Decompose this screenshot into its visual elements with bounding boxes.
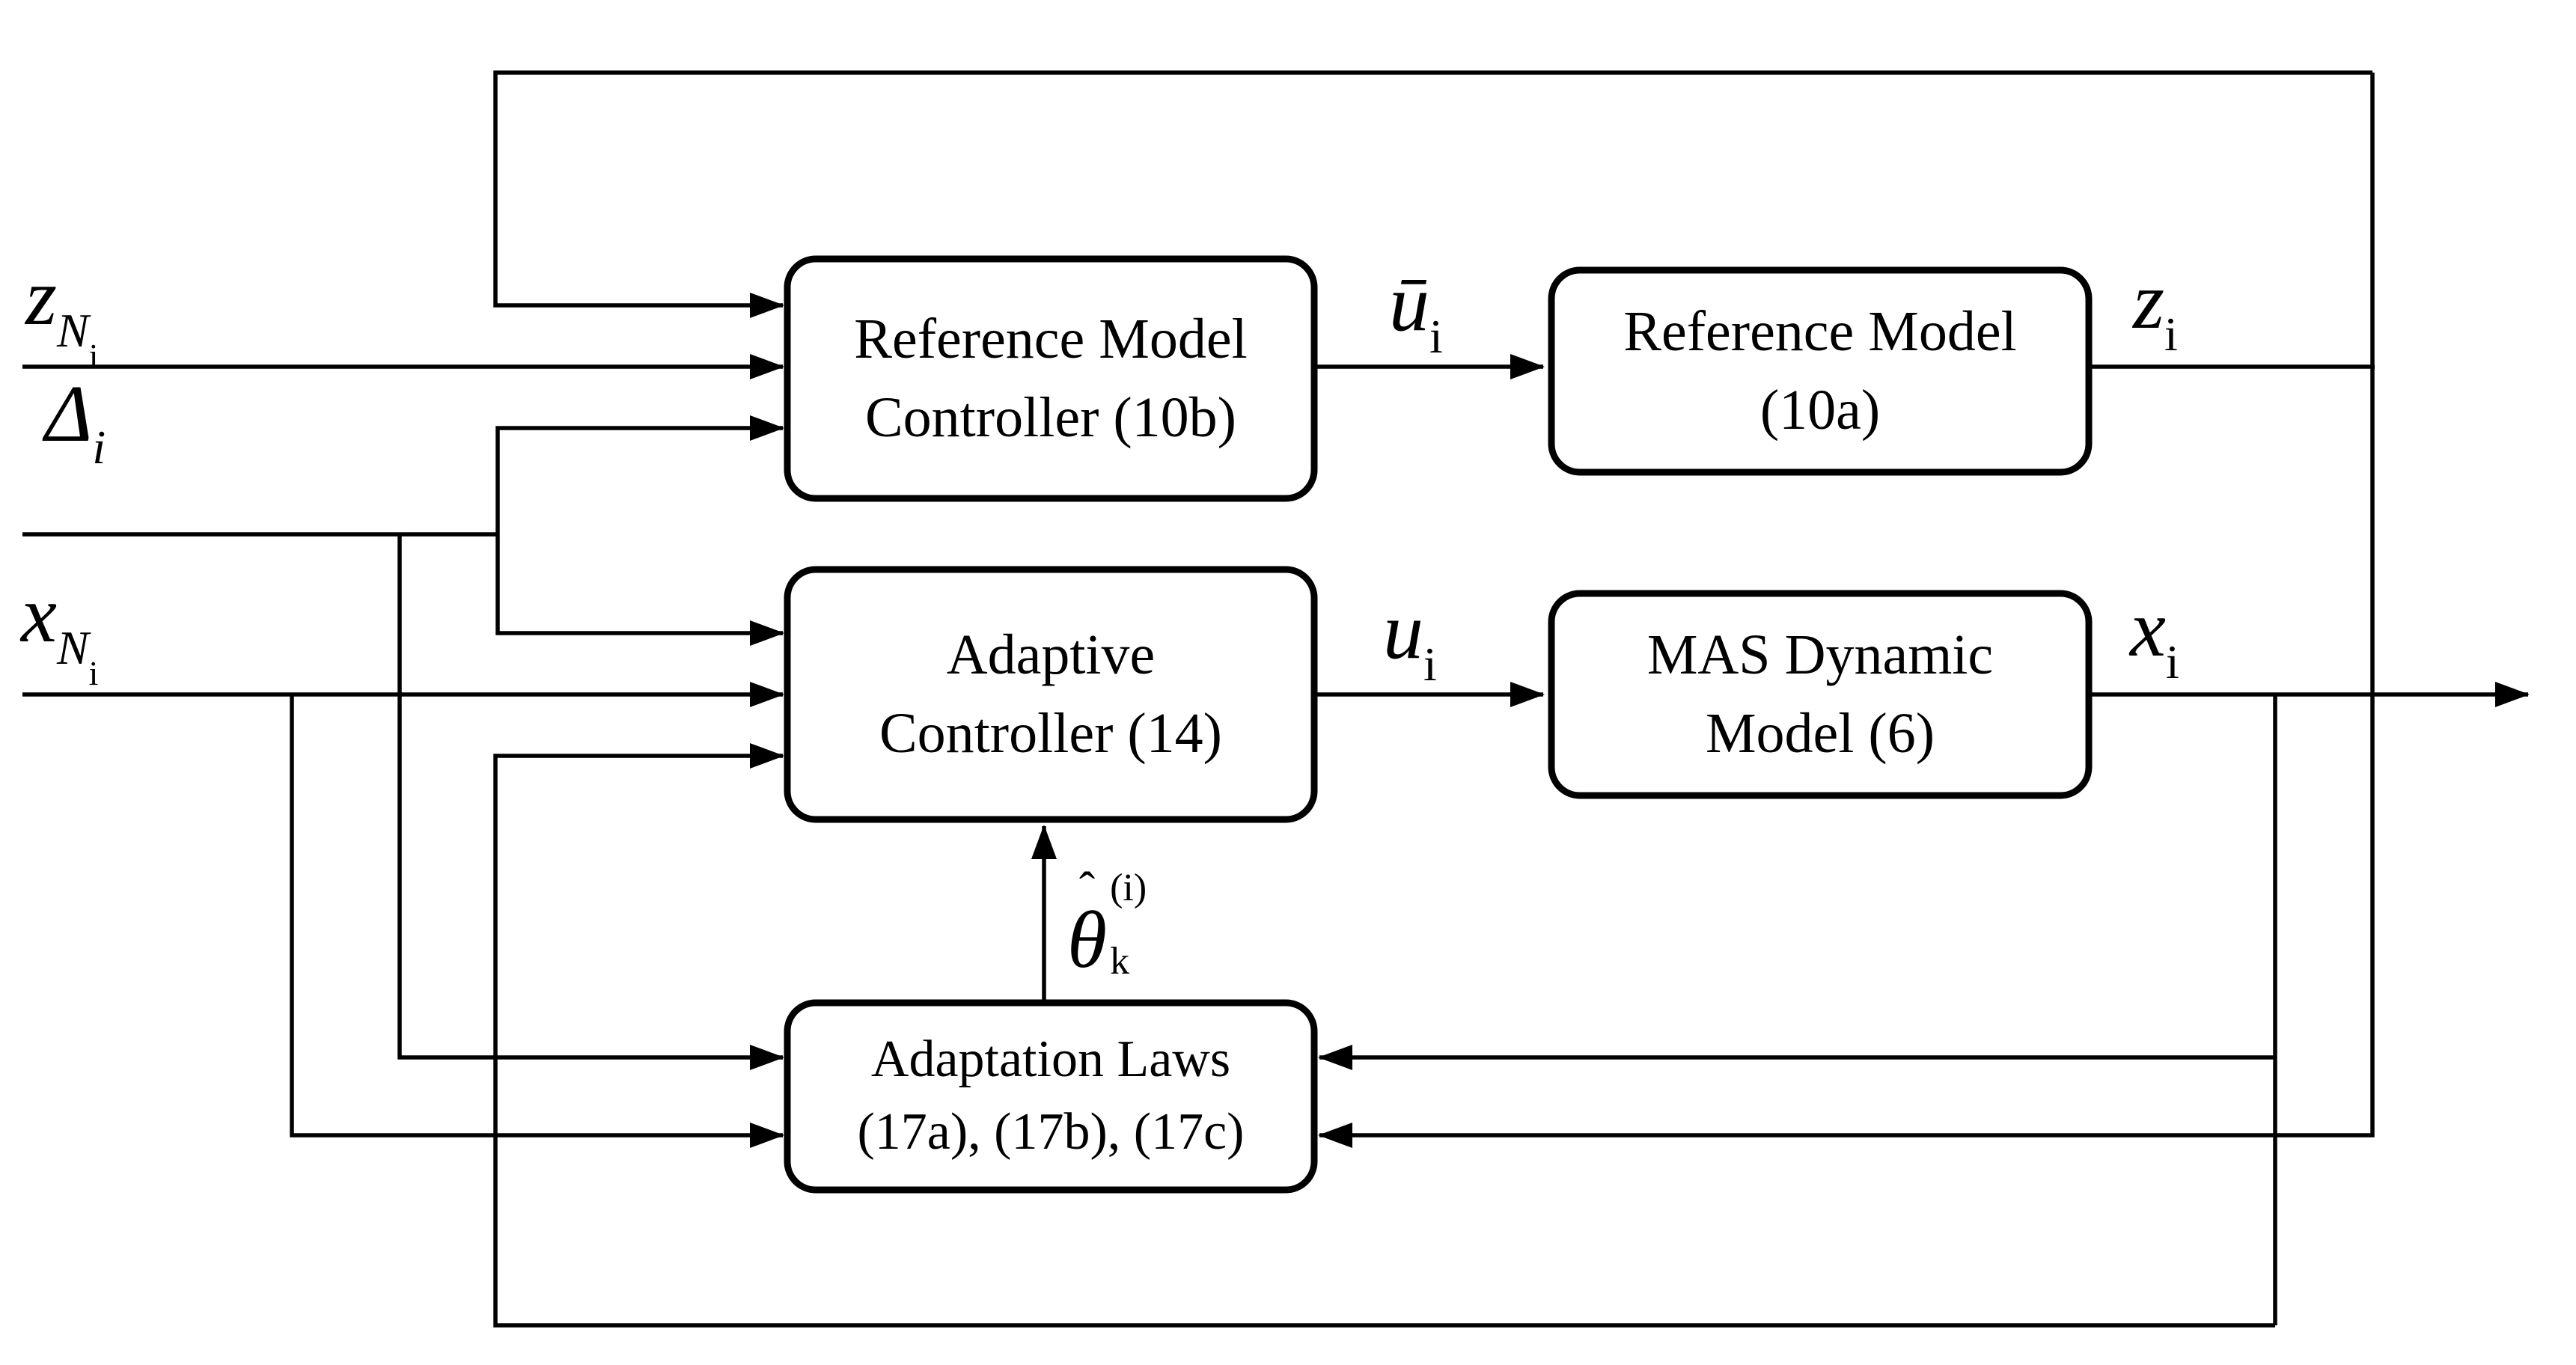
box-adaptation-laws [784, 999, 1318, 1194]
rm-line1: Reference Model [1623, 300, 2017, 364]
u-bar-base: ū [1389, 259, 1429, 348]
mas-line1: MAS Dynamic [1646, 623, 1994, 687]
label-reference-model-controller: Reference Model Controller (10b) [787, 259, 1314, 498]
label-x-i: xi [2130, 589, 2179, 686]
box-reference-model [1548, 266, 2093, 476]
delta-subscript: i [92, 421, 106, 474]
delta-base: Δ [45, 370, 93, 459]
al-line2: (17a), (17b), (17c) [857, 1103, 1245, 1161]
u-i-base: u [1383, 587, 1423, 676]
label-reference-model: Reference Model (10a) [1551, 270, 2089, 472]
box-adaptive-controller [784, 566, 1318, 823]
z-i-base: z [2133, 257, 2165, 346]
label-theta-hat-k-i: ˆ θ (i) k [1067, 838, 1147, 986]
label-adaptation-laws: Adaptation Laws (17a), (17b), (17c) [787, 1003, 1314, 1190]
label-delta-i: Δi [45, 374, 106, 471]
script-n-subscript-2: N [56, 621, 89, 674]
box-reference-model-controller [784, 255, 1318, 502]
rmc-line1: Reference Model [854, 308, 1248, 371]
theta-base: θ [1067, 896, 1108, 985]
wire-delta-branch-up-to-rmc [495, 415, 784, 534]
z-neighborhood-base: z [25, 253, 58, 342]
label-x-neighborhood: xNi [21, 575, 98, 691]
z-neighborhood-subsub: i [88, 337, 99, 375]
wire-delta-branch-to-adaptation-laws [397, 534, 784, 1070]
label-mas-dynamic-model: MAS Dynamic Model (6) [1551, 593, 2089, 796]
script-n-subscript: N [57, 304, 89, 357]
wire-delta-branch-down-to-ac [495, 534, 784, 646]
label-z-neighborhood: zNi [25, 257, 99, 373]
label-adaptive-controller: Adaptive Controller (14) [787, 569, 1314, 819]
theta-hat-column: ˆ θ [1067, 865, 1108, 985]
label-z-i: zi [2133, 261, 2178, 358]
ac-line2: Controller (14) [879, 702, 1222, 765]
box-mas-dynamic-model [1548, 590, 2093, 799]
wire-zi-top-feedback-to-rmc [493, 70, 2372, 318]
theta-scripts: (i) k [1110, 869, 1147, 981]
z-i-subscript: i [2164, 308, 2178, 361]
ac-line1: Adaptive [946, 623, 1156, 687]
label-u-bar-i: ūi [1389, 263, 1443, 361]
u-bar-subscript: i [1429, 310, 1443, 363]
wire-x-neighborhood-branch-to-adaptation-laws [290, 694, 784, 1148]
al-line1: Adaptation Laws [870, 1030, 1231, 1089]
x-neighborhood-subsub: i [88, 654, 99, 692]
u-i-subscript: i [1423, 638, 1437, 691]
x-i-subscript: i [2165, 635, 2179, 688]
wire-zi-right-vertical-to-adaptation-laws [1318, 73, 2375, 1148]
theta-superscript: (i) [1110, 867, 1147, 909]
x-neighborhood-base: x [21, 570, 57, 659]
mas-line2: Model (6) [1705, 702, 1935, 765]
label-u-i: ui [1383, 591, 1437, 688]
wire-xi-bottom-feedback-to-ac [493, 743, 2275, 1328]
rm-line2: (10a) [1759, 379, 1881, 442]
theta-subscript: k [1110, 940, 1130, 983]
rmc-line2: Controller (10b) [864, 386, 1236, 449]
x-i-base: x [2130, 584, 2166, 674]
